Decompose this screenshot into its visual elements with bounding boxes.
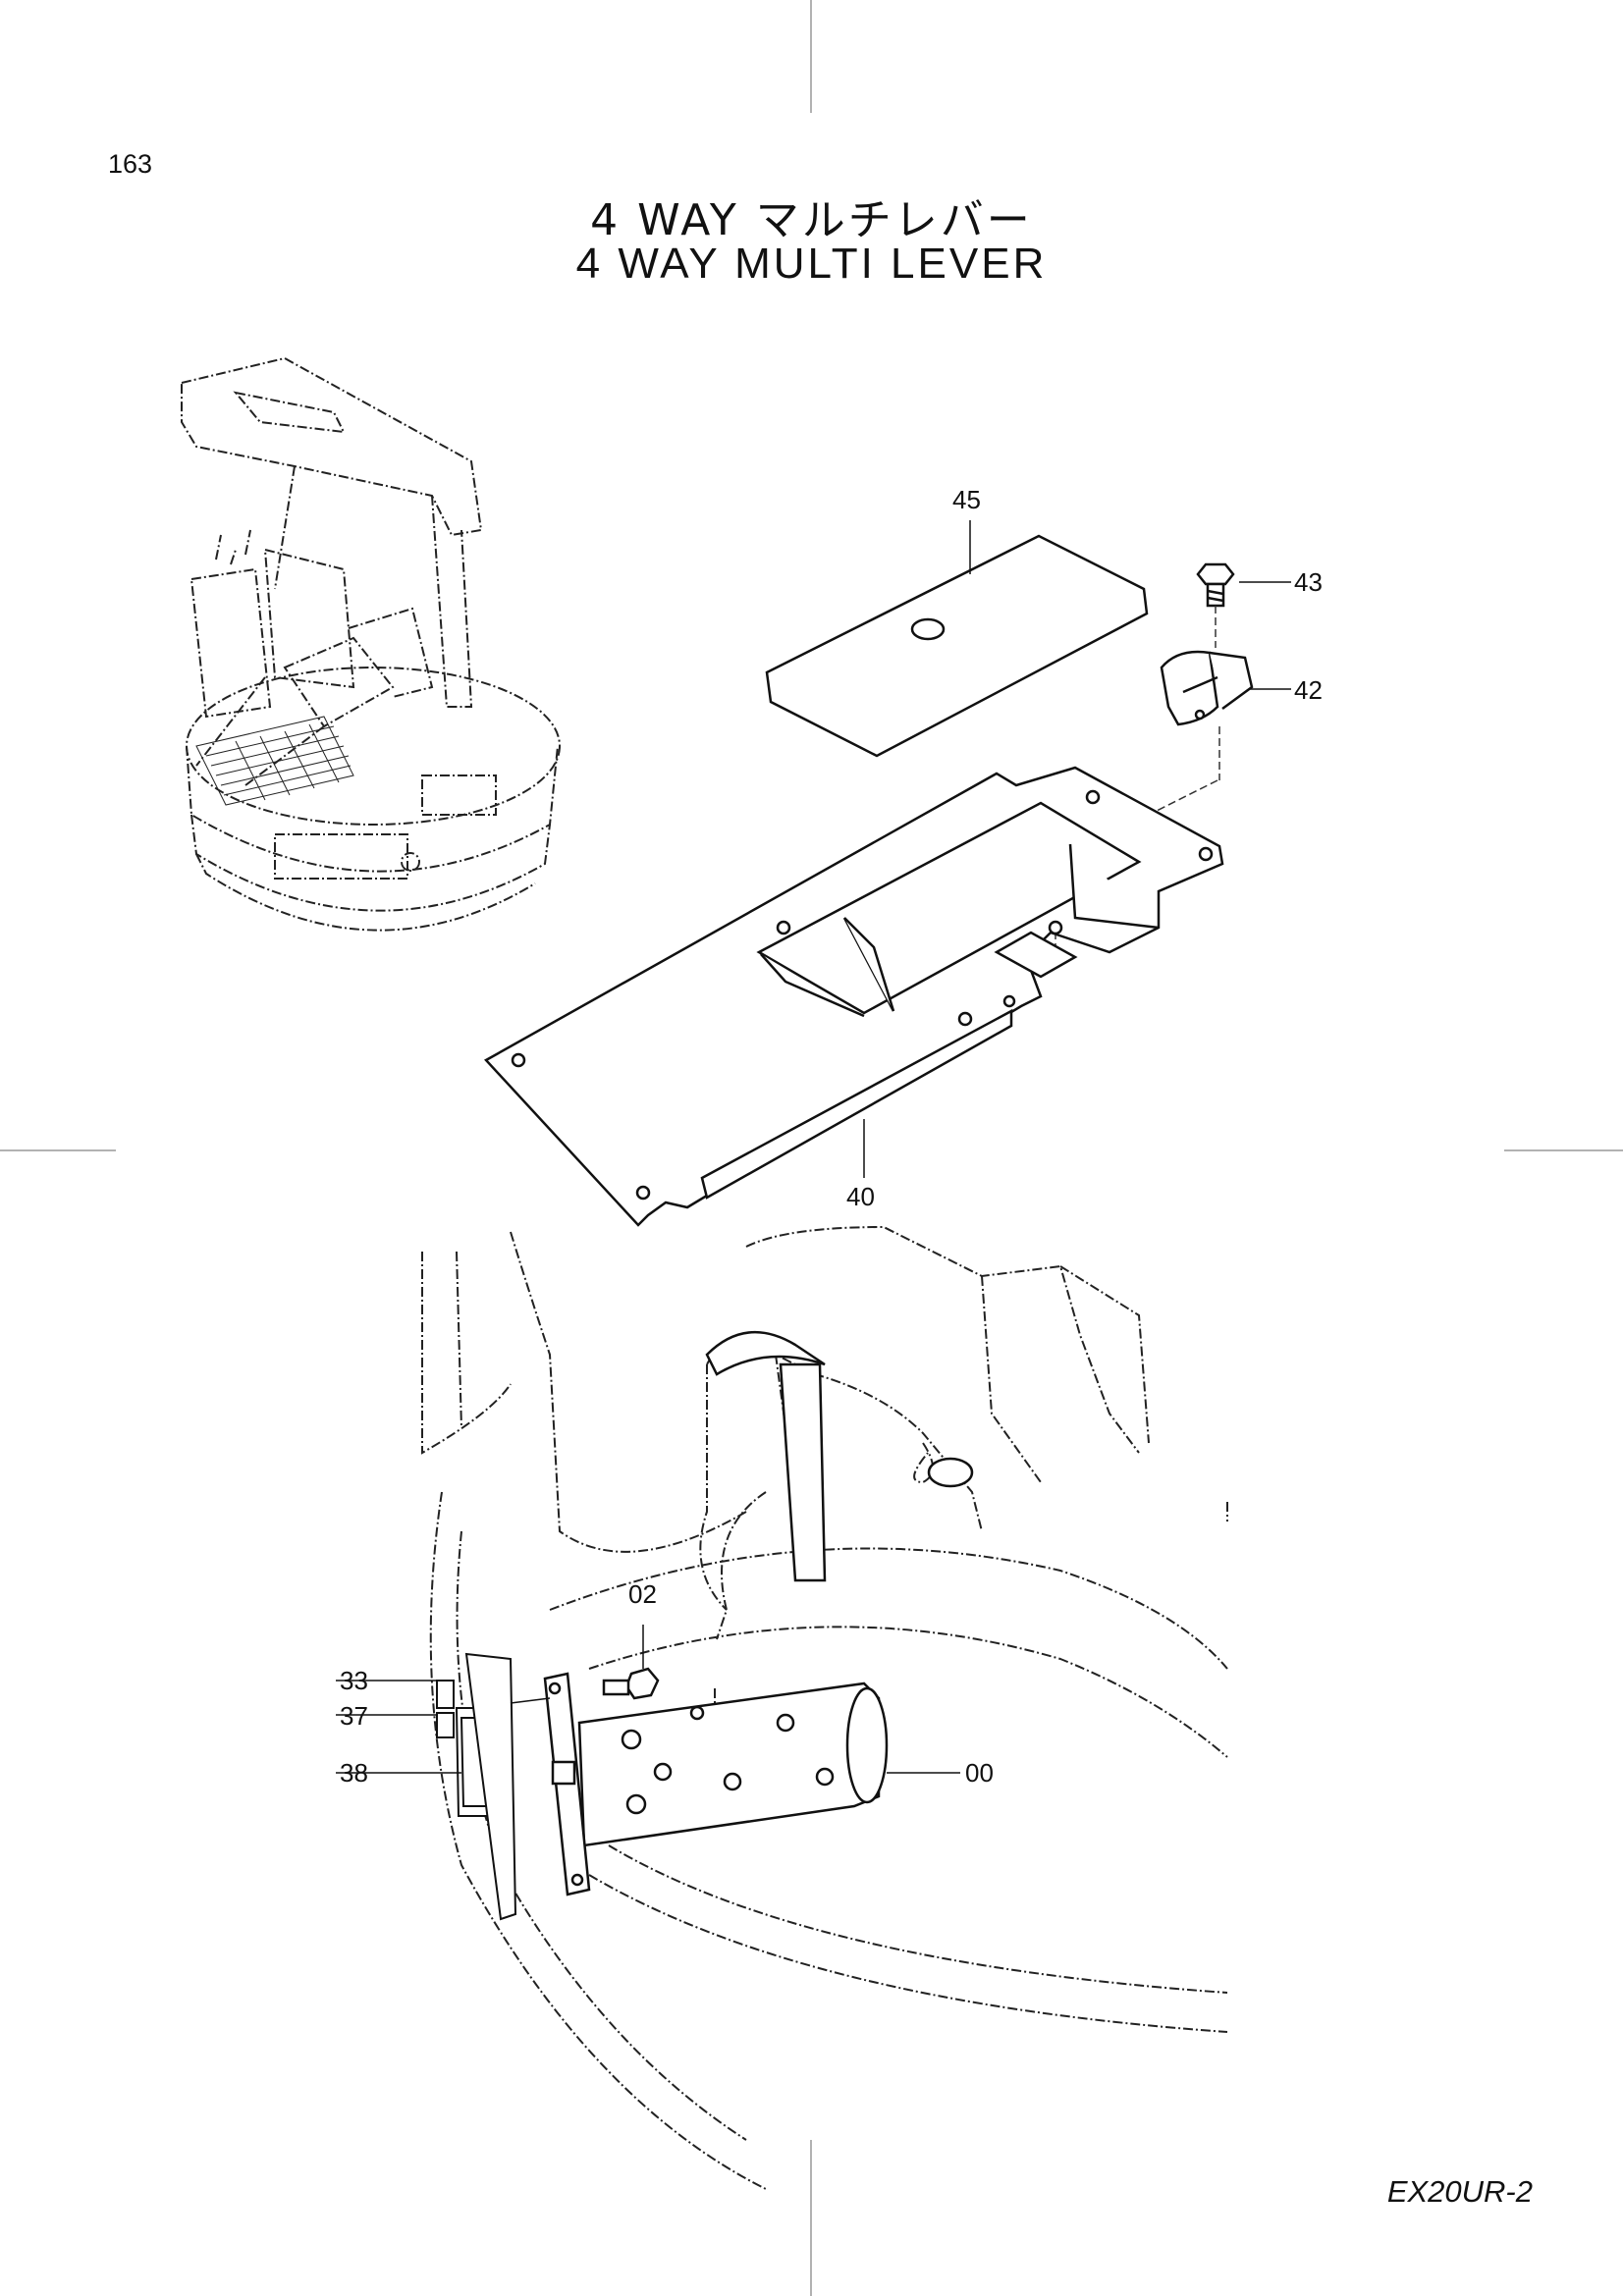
part-33-37-38-plates <box>436 1652 517 1921</box>
callout-43: 43 <box>1294 567 1323 597</box>
callout-33: 33 <box>340 1666 368 1695</box>
callout-45: 45 <box>952 485 981 514</box>
callout-37: 37 <box>340 1701 368 1731</box>
model-code: EX20UR-2 <box>1386 2174 1533 2209</box>
lever-shaft <box>705 1330 974 1582</box>
callout-38: 38 <box>340 1758 368 1788</box>
part-42-clip <box>1160 650 1254 726</box>
title-english: 4 WAY MULTI LEVER <box>575 240 1048 288</box>
part-02-screw <box>602 1667 660 1700</box>
callout-02: 02 <box>628 1579 657 1609</box>
title-japanese: 4 WAY マルチレバー <box>590 195 1033 245</box>
floor-grid-detail <box>195 716 354 806</box>
part-43-bolt <box>1196 562 1235 608</box>
callout-42: 42 <box>1294 675 1323 705</box>
part-00-valve-body <box>577 1682 889 1847</box>
callout-leaders <box>336 520 1291 1774</box>
part-45-cover-plate <box>765 534 1149 758</box>
part-40-floor-plate <box>484 766 1224 1227</box>
valve-flange-plate <box>543 1672 591 1896</box>
callout-40: 40 <box>846 1182 875 1211</box>
callout-00: 00 <box>965 1758 994 1788</box>
excavator-overview-illustration <box>181 356 561 932</box>
page-number: 163 <box>108 149 153 179</box>
